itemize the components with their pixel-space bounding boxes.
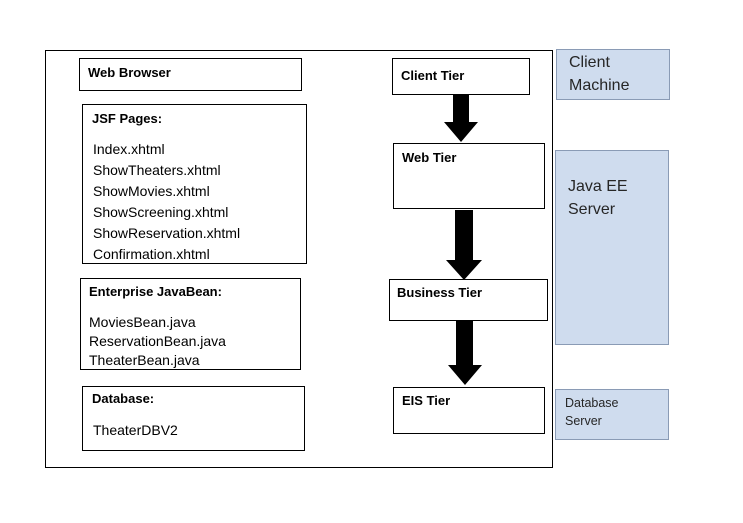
java-ee-server-line: Java EE — [568, 178, 628, 195]
java-ee-server-label: Java EE Server — [568, 175, 628, 221]
enterprise-javabean-box: Enterprise JavaBean: MoviesBean.java Res… — [80, 278, 301, 370]
eis-tier-label: EIS Tier — [402, 393, 451, 408]
jsf-page-item: ShowScreening.xhtml — [93, 204, 229, 220]
jsf-pages-title: JSF Pages: — [92, 111, 163, 126]
web-browser-title: Web Browser — [88, 65, 171, 80]
database-server-label: Database Server — [565, 394, 619, 430]
database-server-panel: Database Server — [555, 389, 669, 440]
java-ee-server-panel: Java EE Server — [555, 150, 669, 345]
enterprise-javabean-title: Enterprise JavaBean: — [89, 284, 222, 299]
business-tier-box: Business Tier — [389, 279, 548, 321]
javabean-item: ReservationBean.java — [89, 333, 226, 349]
client-machine-label: Client Machine — [569, 51, 629, 97]
web-tier-box: Web Tier — [393, 143, 545, 209]
database-box: Database: TheaterDBV2 — [82, 386, 305, 451]
jsf-page-item: Index.xhtml — [93, 141, 165, 157]
client-machine-line: Machine — [569, 77, 630, 95]
database-server-line: Server — [565, 414, 602, 429]
javabean-item: MoviesBean.java — [89, 314, 196, 330]
jsf-page-item: ShowReservation.xhtml — [93, 225, 241, 241]
client-tier-label: Client Tier — [401, 68, 465, 83]
javabean-item: TheaterBean.java — [89, 352, 200, 368]
database-server-line: Database — [565, 396, 619, 410]
client-machine-panel: Client Machine — [556, 49, 670, 100]
web-tier-label: Web Tier — [402, 150, 457, 165]
client-machine-line: Client — [569, 54, 610, 71]
flow-arrow-client-to-web — [444, 94, 478, 142]
jsf-pages-box: JSF Pages: Index.xhtml ShowTheaters.xhtm… — [82, 104, 307, 264]
java-ee-server-line: Server — [568, 201, 616, 219]
jsf-page-item: ShowTheaters.xhtml — [93, 162, 221, 178]
web-browser-box: Web Browser — [79, 58, 302, 91]
eis-tier-box: EIS Tier — [393, 387, 545, 434]
flow-arrow-web-to-business — [446, 210, 482, 280]
database-title: Database: — [92, 391, 155, 406]
database-item: TheaterDBV2 — [93, 422, 178, 438]
business-tier-label: Business Tier — [397, 285, 483, 300]
client-tier-box: Client Tier — [392, 58, 530, 95]
jsf-page-item: Confirmation.xhtml — [93, 246, 210, 262]
flow-arrow-business-to-eis — [448, 320, 482, 385]
jsf-page-item: ShowMovies.xhtml — [93, 183, 210, 199]
